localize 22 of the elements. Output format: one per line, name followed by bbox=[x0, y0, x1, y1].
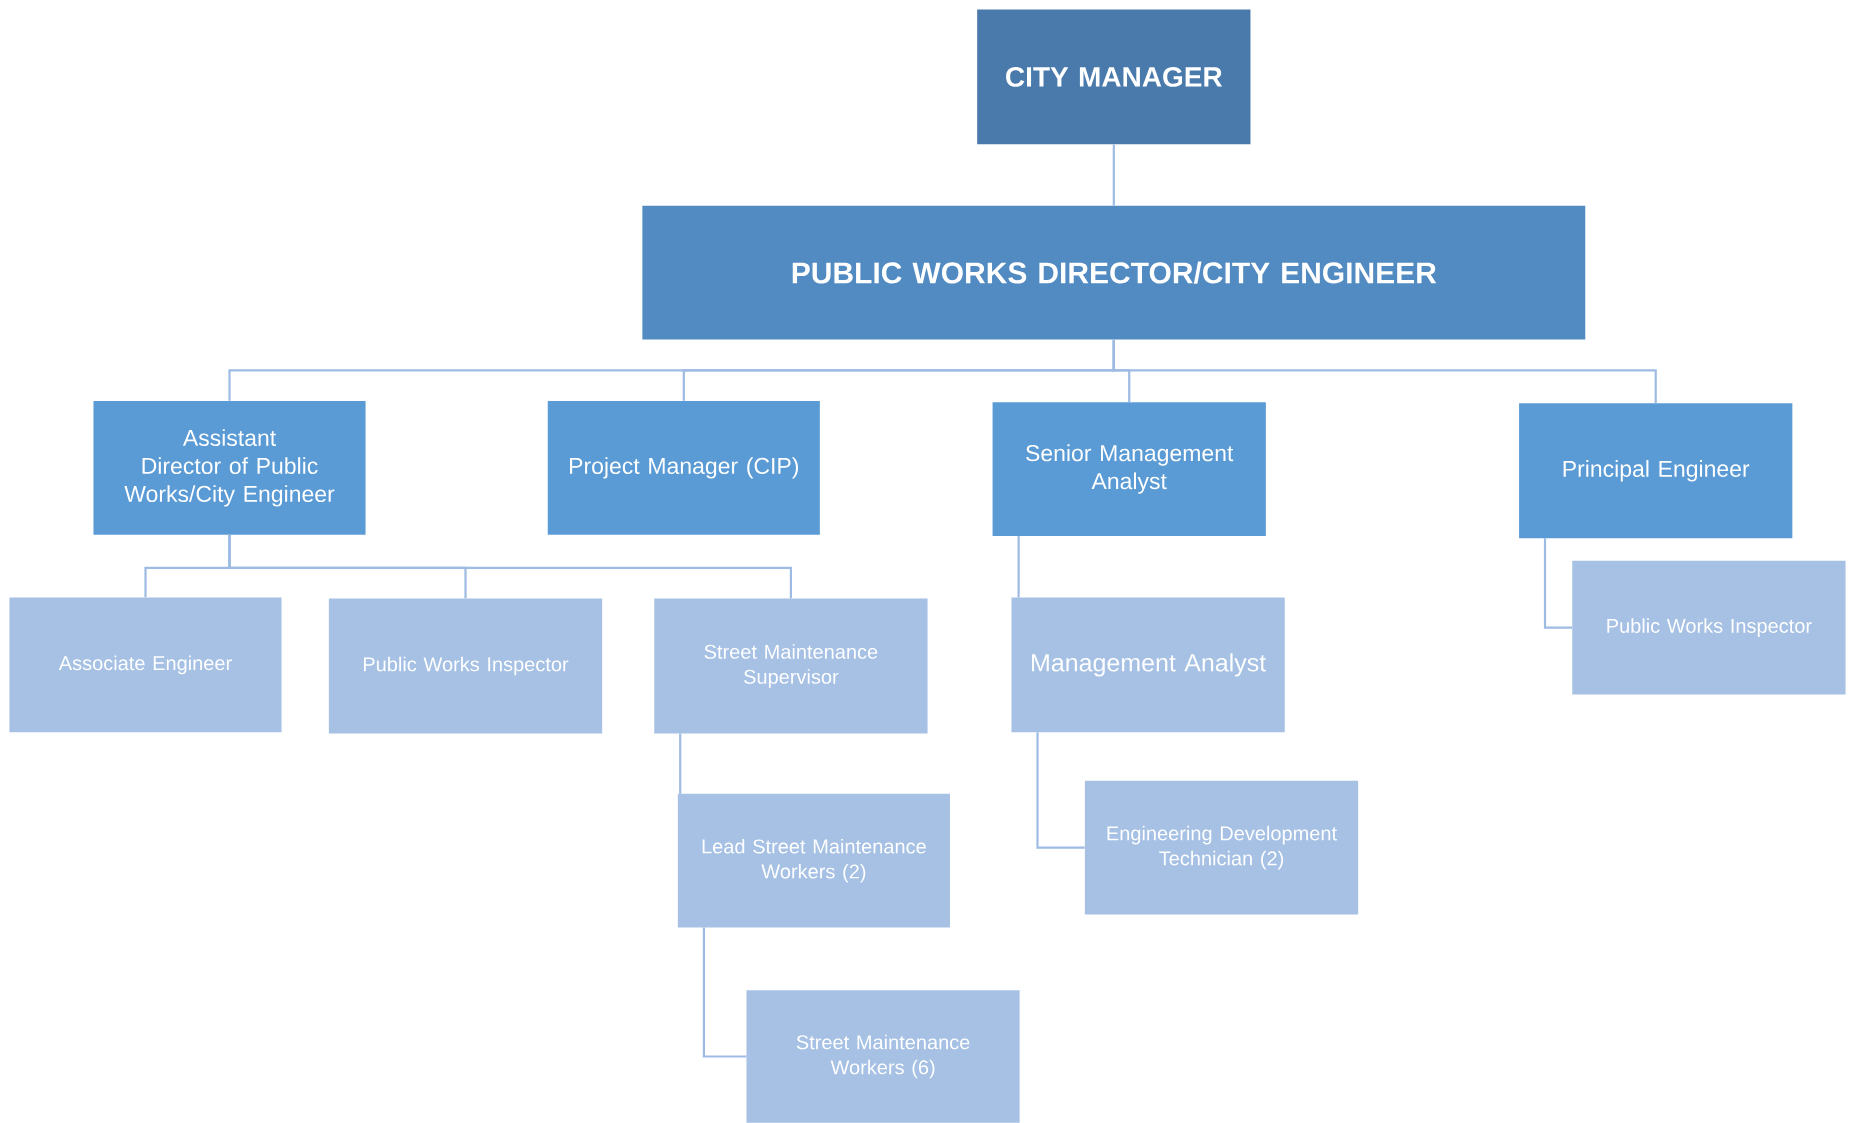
org-box: CITY MANAGER bbox=[977, 9, 1251, 145]
connector-line bbox=[1112, 339, 1657, 404]
org-box: Senior Management Analyst bbox=[992, 402, 1266, 536]
org-box: Public Works Inspector bbox=[1572, 560, 1846, 695]
org-box: Street Maintenance Supervisor bbox=[654, 598, 928, 734]
connector-line bbox=[1112, 144, 1115, 206]
connector-line bbox=[1017, 535, 1020, 598]
org-box: Public Works Inspector bbox=[328, 598, 603, 734]
org-box: Management Analyst bbox=[1011, 597, 1285, 733]
org-box: Street Maintenance Workers (6) bbox=[746, 990, 1020, 1123]
org-box: Project Manager (CIP) bbox=[547, 401, 820, 535]
org-box: Lead Street Maintenance Workers (2) bbox=[677, 793, 950, 928]
connector-line bbox=[702, 927, 747, 1058]
org-box: Assistant Director of Public Works/City Engineer bbox=[93, 401, 366, 535]
org-box: Engineering Development Technician (2) bbox=[1084, 780, 1359, 915]
connector-line bbox=[228, 534, 792, 599]
org-box: PUBLIC WORKS DIRECTOR/CITY ENGINEER bbox=[642, 205, 1586, 340]
connector-line bbox=[1036, 732, 1085, 849]
org-box: Principal Engineer bbox=[1519, 403, 1793, 539]
connector-line bbox=[679, 733, 682, 794]
org-box: Associate Engineer bbox=[9, 597, 282, 733]
connector-line bbox=[1543, 538, 1573, 629]
